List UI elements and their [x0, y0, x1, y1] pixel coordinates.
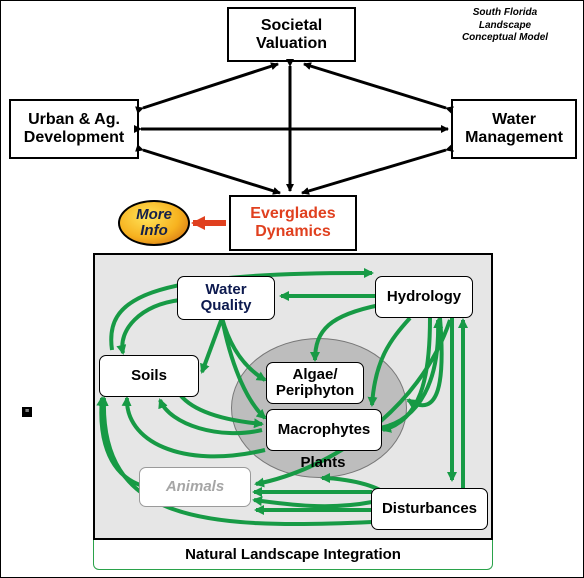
- disturbances-label: Disturbances: [381, 499, 478, 517]
- societal-valuation-label: Societal Valuation: [255, 16, 328, 52]
- more-info-label: More Info: [136, 206, 172, 239]
- soils-label: Soils: [131, 366, 167, 384]
- black-arrows: [134, 59, 454, 195]
- urban-ag-development-label: Urban & Ag. Development: [23, 111, 125, 146]
- urban-ag-development-box[interactable]: Urban & Ag. Development: [9, 99, 139, 159]
- algae-periphyton-label: Algae/ Periphyton: [275, 365, 355, 399]
- water-management-box[interactable]: Water Management: [451, 99, 577, 159]
- algae-periphyton-node[interactable]: Algae/ Periphyton: [266, 362, 364, 404]
- disturbances-node[interactable]: Disturbances: [371, 488, 488, 530]
- natural-landscape-integration-label: Natural Landscape Integration: [93, 540, 493, 570]
- hydrology-label: Hydrology: [386, 287, 462, 305]
- water-quality-label: Water Quality: [200, 280, 252, 314]
- macrophytes-node[interactable]: Macrophytes: [266, 409, 382, 451]
- menu-icon[interactable]: ≡: [22, 407, 32, 417]
- everglades-dynamics-box[interactable]: Everglades Dynamics: [229, 195, 357, 251]
- animals-node[interactable]: Animals: [139, 467, 251, 507]
- macrophytes-label: Macrophytes: [277, 420, 371, 438]
- hydrology-node[interactable]: Hydrology: [375, 276, 473, 318]
- water-quality-node[interactable]: Water Quality: [177, 276, 275, 320]
- societal-valuation-box[interactable]: Societal Valuation: [227, 7, 356, 62]
- animals-label: Animals: [165, 477, 225, 495]
- diagram-caption: South Florida Landscape Conceptual Model: [461, 7, 549, 43]
- green-arrows: [96, 267, 468, 527]
- soils-node[interactable]: Soils: [99, 355, 199, 397]
- plants-label: Plants: [300, 454, 346, 471]
- everglades-dynamics-label: Everglades Dynamics: [250, 205, 336, 240]
- water-management-label: Water Management: [465, 111, 563, 146]
- more-info-button[interactable]: More Info: [118, 200, 190, 246]
